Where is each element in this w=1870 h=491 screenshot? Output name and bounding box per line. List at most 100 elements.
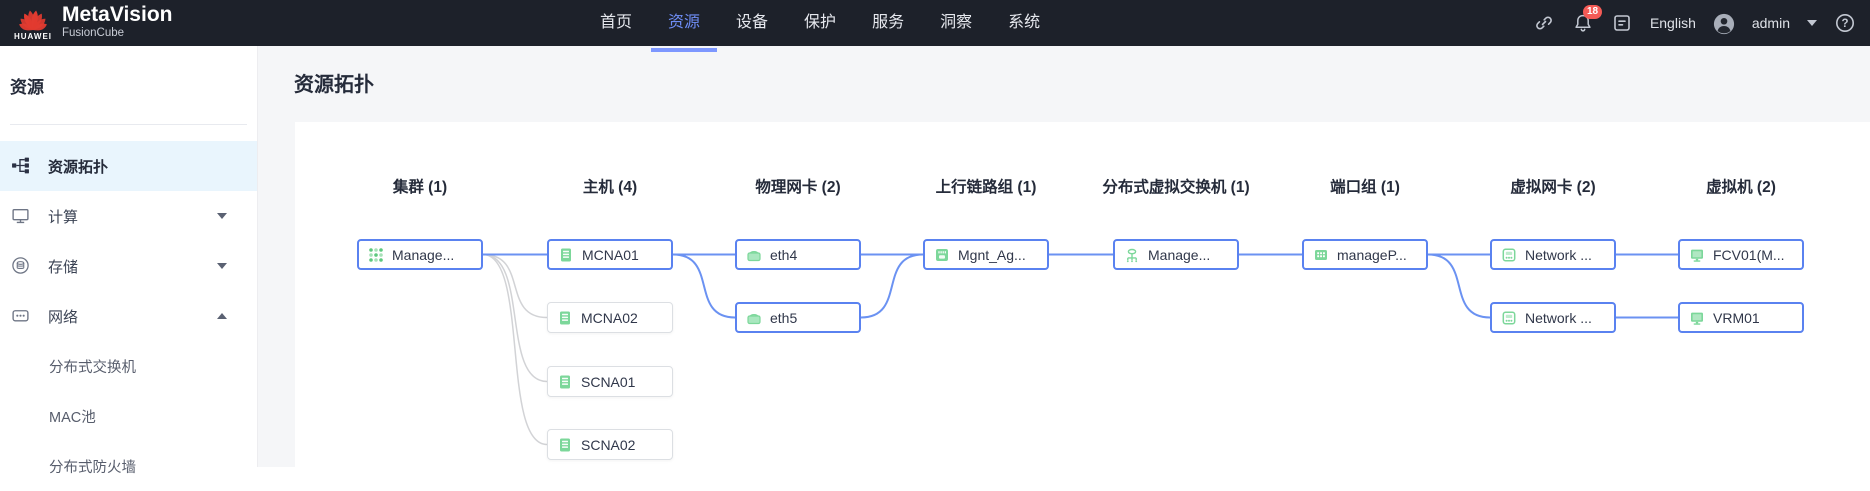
topology-node-mcna01[interactable]: MCNA01 <box>547 239 673 270</box>
sidebar-item-label: 计算 <box>48 208 79 226</box>
topology-node-scna02[interactable]: SCNA02 <box>547 429 673 460</box>
node-label: VRM01 <box>1713 309 1760 326</box>
sidebar-item-firewall[interactable]: 分布式防火墙 <box>0 441 257 491</box>
nav-tab-3[interactable]: 保护 <box>804 14 837 31</box>
chevron-up-icon <box>217 313 227 319</box>
compute-icon <box>11 206 31 226</box>
node-label: SCNA01 <box>581 373 636 390</box>
edge-cluster1-mcna02 <box>482 253 548 319</box>
node-label: FCV01(M... <box>1713 246 1785 263</box>
topology-node-eth5[interactable]: eth5 <box>735 302 861 333</box>
host-icon <box>557 437 573 453</box>
topology-card: 集群 (1)主机 (4)物理网卡 (2)上行链路组 (1)分布式虚拟交换机 (1… <box>295 122 1870 467</box>
node-label: Manage... <box>1148 246 1211 263</box>
dvswitch-icon <box>1124 247 1140 263</box>
quick-link-icon[interactable] <box>1533 12 1555 34</box>
network-icon <box>11 306 31 326</box>
header-actions: 18 English admin ? <box>1533 0 1856 46</box>
node-label: Mgnt_Ag... <box>958 246 1026 263</box>
edge-pg1-vnic2 <box>1427 253 1491 319</box>
sidebar-sub-label: 分布式交换机 <box>49 359 136 376</box>
topology-canvas: 集群 (1)主机 (4)物理网卡 (2)上行链路组 (1)分布式虚拟交换机 (1… <box>295 122 1870 467</box>
sidebar-item-storage[interactable]: 存储 <box>0 241 257 291</box>
topology-node-vm2[interactable]: VRM01 <box>1678 302 1804 333</box>
column-header-2: 物理网卡 (2) <box>755 179 841 196</box>
language-switch[interactable]: English <box>1649 15 1696 31</box>
sidebar-menu: 资源拓扑 计算 存储 网络分布式交换机 MAC池分布式防火墙 <box>0 141 257 491</box>
uplink-icon <box>934 247 950 263</box>
topology-node-vnic1[interactable]: Network ... <box>1490 239 1616 270</box>
username[interactable]: admin <box>1751 15 1790 31</box>
sidebar-item-compute[interactable]: 计算 <box>0 191 257 241</box>
notification-bell-icon[interactable]: 18 <box>1572 5 1603 34</box>
column-header-6: 虚拟网卡 (2) <box>1510 179 1596 196</box>
node-label: SCNA02 <box>581 436 636 453</box>
host-icon <box>558 247 574 263</box>
pnic-icon <box>746 247 762 263</box>
vm-icon <box>1689 310 1705 326</box>
huawei-logo-icon: HUAWEI <box>14 5 52 41</box>
sidebar: 资源 资源拓扑 计算 存储 网络分布式交换机 MAC池分布式防火墙 <box>0 46 258 476</box>
pnic-icon <box>746 310 762 326</box>
topology-node-uplink1[interactable]: Mgnt_Ag... <box>923 239 1049 270</box>
sidebar-item-mac-pool[interactable]: MAC池 <box>0 391 257 441</box>
app-header: HUAWEI MetaVision FusionCube 首页 资源 设备 保护 服务 洞… <box>0 0 1870 52</box>
node-label: eth5 <box>770 309 798 326</box>
topology-node-cluster1[interactable]: Manage... <box>357 239 483 270</box>
column-header-7: 虚拟机 (2) <box>1706 179 1776 196</box>
sidebar-item-label: 网络 <box>48 308 79 326</box>
release-note-icon[interactable] <box>1611 12 1633 34</box>
notification-badge: 18 <box>1582 5 1603 19</box>
sidebar-item-dvswitch[interactable]: 分布式交换机 <box>0 341 257 391</box>
edge-mcna01-eth5 <box>672 253 736 319</box>
avatar[interactable] <box>1713 12 1735 35</box>
edge-cluster1-scna02 <box>482 253 548 446</box>
sidebar-item-label: 资源拓扑 <box>48 158 109 176</box>
app-title: MetaVision <box>62 3 173 26</box>
node-label: MCNA02 <box>581 309 638 326</box>
sidebar-sub-label: 分布式防火墙 <box>49 459 136 476</box>
sidebar-item-label: 存储 <box>48 258 79 276</box>
app-subtitle: FusionCube <box>62 27 125 39</box>
host-icon <box>557 310 573 326</box>
edge-eth5-uplink1 <box>860 253 924 319</box>
nav-tab-2[interactable]: 设备 <box>736 14 769 31</box>
portgroup-icon <box>1313 247 1329 263</box>
node-label: eth4 <box>770 246 798 263</box>
node-label: Network ... <box>1525 309 1592 326</box>
topology-node-scna01[interactable]: SCNA01 <box>547 366 673 397</box>
column-header-3: 上行链路组 (1) <box>935 179 1037 196</box>
column-header-1: 主机 (4) <box>582 179 638 196</box>
edge-cluster1-scna01 <box>482 253 548 383</box>
storage-icon <box>11 256 31 276</box>
nav-tab-6[interactable]: 系统 <box>1008 14 1041 31</box>
node-label: manageP... <box>1337 246 1407 263</box>
nav-tab-1[interactable]: 资源 <box>651 0 718 52</box>
topology-node-vm1[interactable]: FCV01(M... <box>1678 239 1804 270</box>
top-nav: 首页 资源 设备 保护 服务 洞察 系统 <box>600 0 1041 52</box>
chevron-down-icon <box>217 263 227 269</box>
topology-node-dvs1[interactable]: Manage... <box>1113 239 1239 270</box>
node-label: Network ... <box>1525 246 1592 263</box>
nav-tab-0[interactable]: 首页 <box>600 14 633 31</box>
main-content: 资源拓扑 集群 (1)主机 (4)物理网卡 (2)上行链路组 (1)分布式虚拟交… <box>258 46 1870 467</box>
node-label: MCNA01 <box>582 246 639 263</box>
page-title: 资源拓扑 <box>294 74 374 96</box>
sidebar-item-network[interactable]: 网络 <box>0 291 257 341</box>
topology-node-pg1[interactable]: manageP... <box>1302 239 1428 270</box>
huawei-wordmark: HUAWEI <box>14 32 52 41</box>
vnic-icon <box>1501 247 1517 263</box>
vnic-icon <box>1501 310 1517 326</box>
nav-tab-5[interactable]: 洞察 <box>940 14 973 31</box>
topology-node-vnic2[interactable]: Network ... <box>1490 302 1616 333</box>
sidebar-item-topology[interactable]: 资源拓扑 <box>0 141 257 191</box>
nav-tab-4[interactable]: 服务 <box>872 14 905 31</box>
topology-node-mcna02[interactable]: MCNA02 <box>547 302 673 333</box>
help-icon[interactable]: ? <box>1834 12 1856 34</box>
user-menu-caret-icon[interactable] <box>1807 20 1817 26</box>
sidebar-title: 资源 <box>10 46 247 125</box>
topology-node-eth4[interactable]: eth4 <box>735 239 861 270</box>
brand: HUAWEI MetaVision FusionCube <box>14 2 172 41</box>
column-header-5: 端口组 (1) <box>1330 179 1400 196</box>
column-header-0: 集群 (1) <box>392 179 448 196</box>
